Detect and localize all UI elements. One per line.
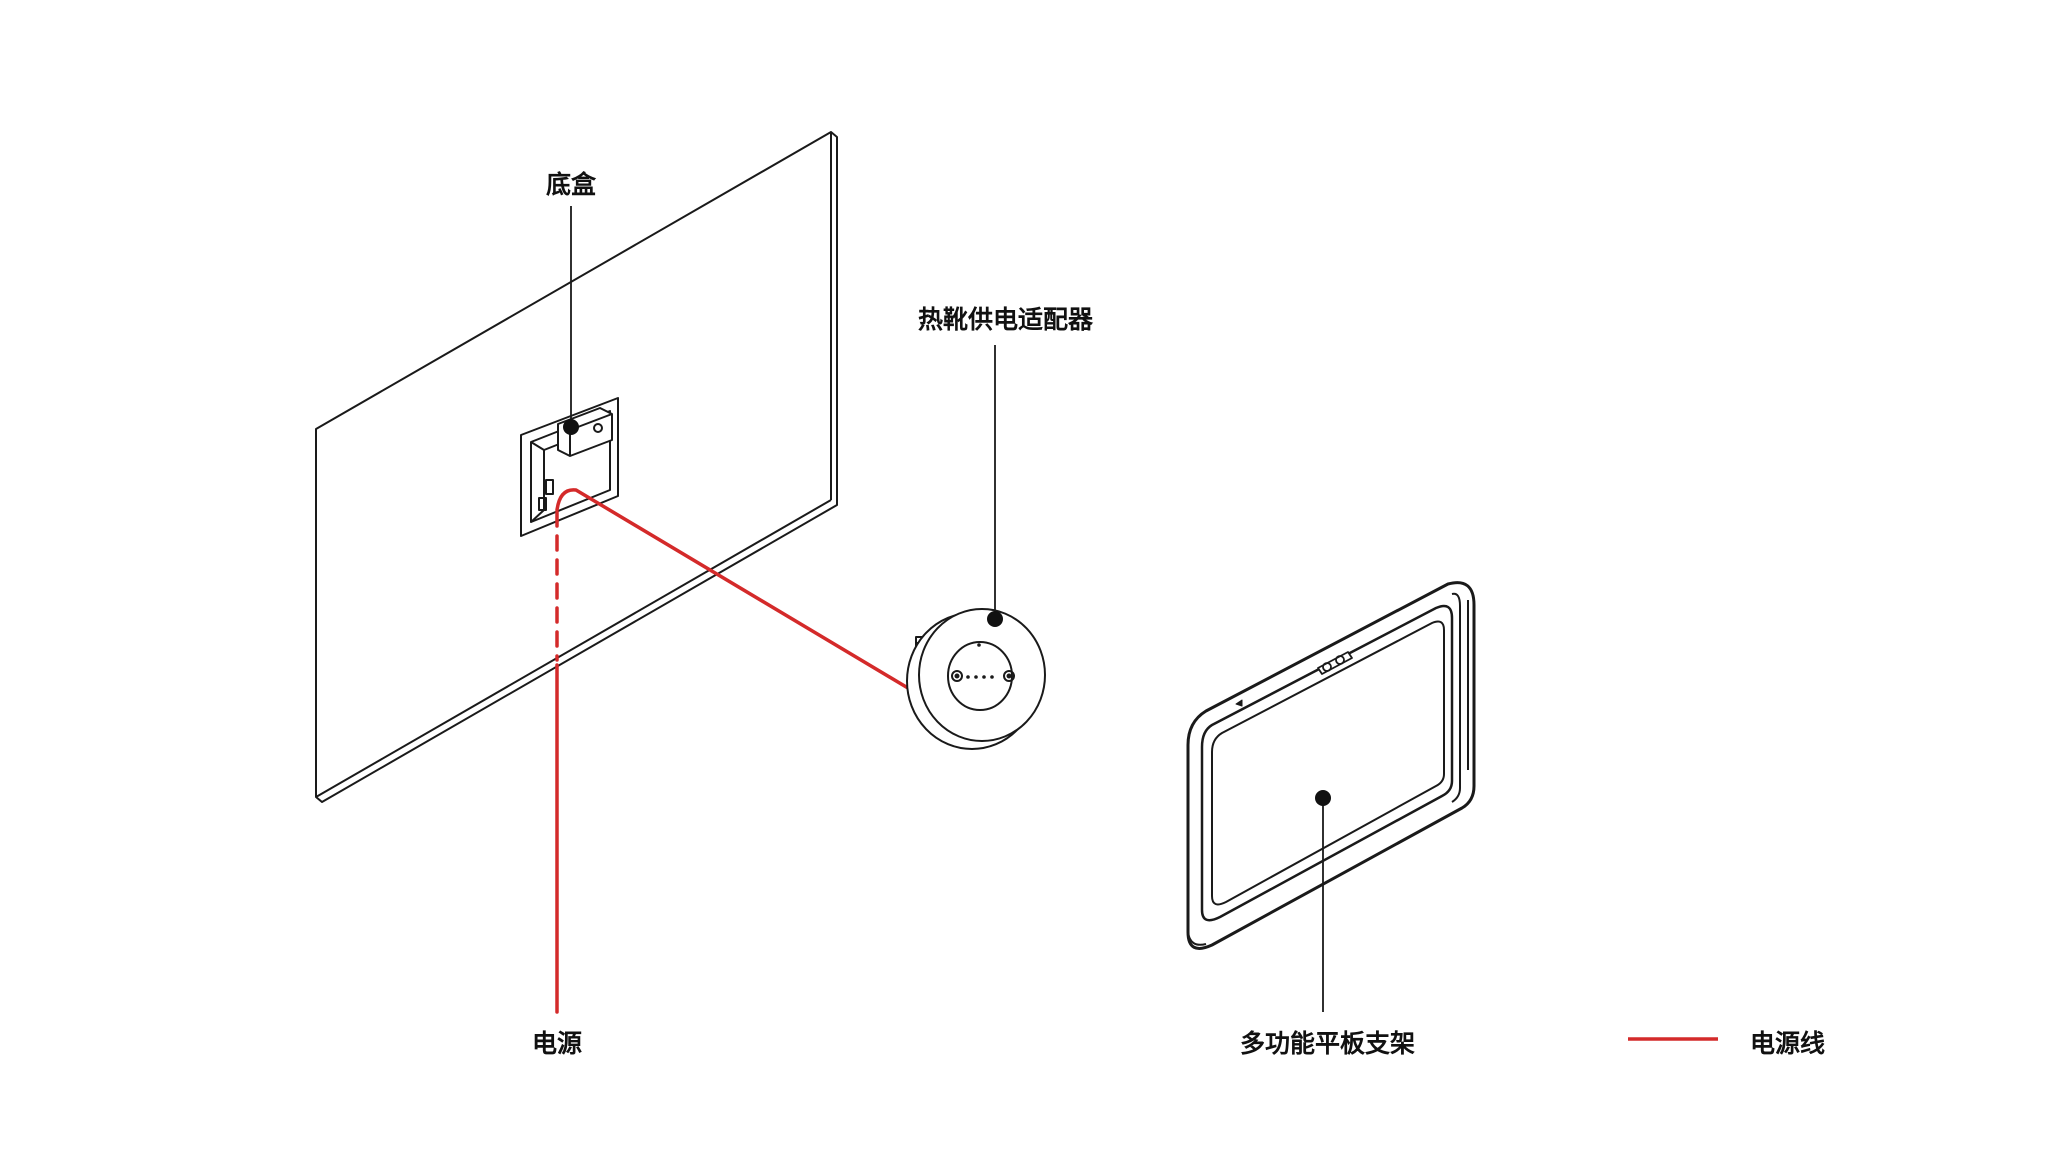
adapter-label: 热靴供电适配器 bbox=[918, 305, 1094, 334]
hot-shoe-power-adapter bbox=[906, 608, 1046, 750]
power-cable bbox=[555, 488, 920, 1014]
leader-base-box bbox=[563, 206, 579, 435]
legend-power-cable-label: 电源线 bbox=[1750, 1029, 1826, 1058]
leader-tablet-stand bbox=[1315, 790, 1331, 1012]
base-box-label: 底盒 bbox=[546, 170, 597, 199]
tablet-stand bbox=[1186, 581, 1476, 950]
tablet-stand-label: 多功能平板支架 bbox=[1240, 1029, 1416, 1058]
leader-adapter bbox=[987, 345, 1003, 627]
power-source-label: 电源 bbox=[532, 1029, 583, 1058]
